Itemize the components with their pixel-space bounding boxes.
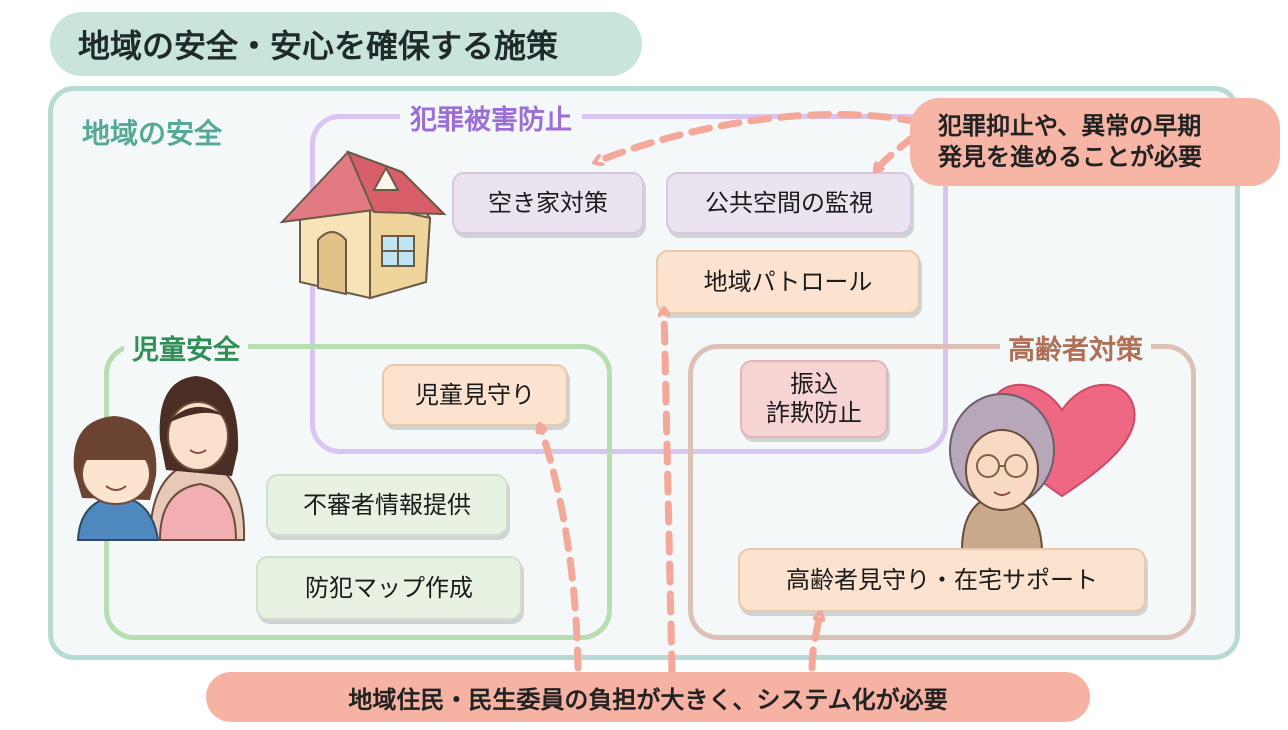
crime-deterrence-note: 犯罪抑止や、異常の早期 発見を進めることが必要 <box>910 98 1280 186</box>
region-label: 地域の安全 <box>82 117 223 150</box>
public-space-monitoring-box: 公共空間の監視 <box>666 172 912 234</box>
vacant-house-measures-box: 空き家対策 <box>452 172 644 234</box>
transfer-fraud-prevention-box: 振込 詐欺防止 <box>740 360 888 438</box>
child-safety-label: 児童安全 <box>124 328 248 367</box>
elderly-measures-label: 高齢者対策 <box>1000 328 1151 367</box>
fraud-label-line-2: 詐欺防止 <box>766 399 862 427</box>
elderly-measures-group <box>688 344 1196 640</box>
fraud-label-line-1: 振込 <box>790 370 838 399</box>
crime-prevention-label: 犯罪被害防止 <box>400 98 582 137</box>
child-watch-box: 児童見守り <box>382 364 568 426</box>
note-line-2: 発見を進めることが必要 <box>938 143 1202 171</box>
page-title: 地域の安全・安心を確保する施策 <box>50 12 642 76</box>
crime-prevention-map-box: 防犯マップ作成 <box>256 556 522 620</box>
systemization-note: 地域住民・民生委員の負担が大きく、システム化が必要 <box>206 672 1090 722</box>
elderly-watch-support-box: 高齢者見守り・在宅サポート <box>738 548 1146 612</box>
note-line-1: 犯罪抑止や、異常の早期 <box>938 111 1202 140</box>
community-patrol-box: 地域パトロール <box>656 250 920 314</box>
suspicious-person-info-box: 不審者情報提供 <box>266 474 508 536</box>
